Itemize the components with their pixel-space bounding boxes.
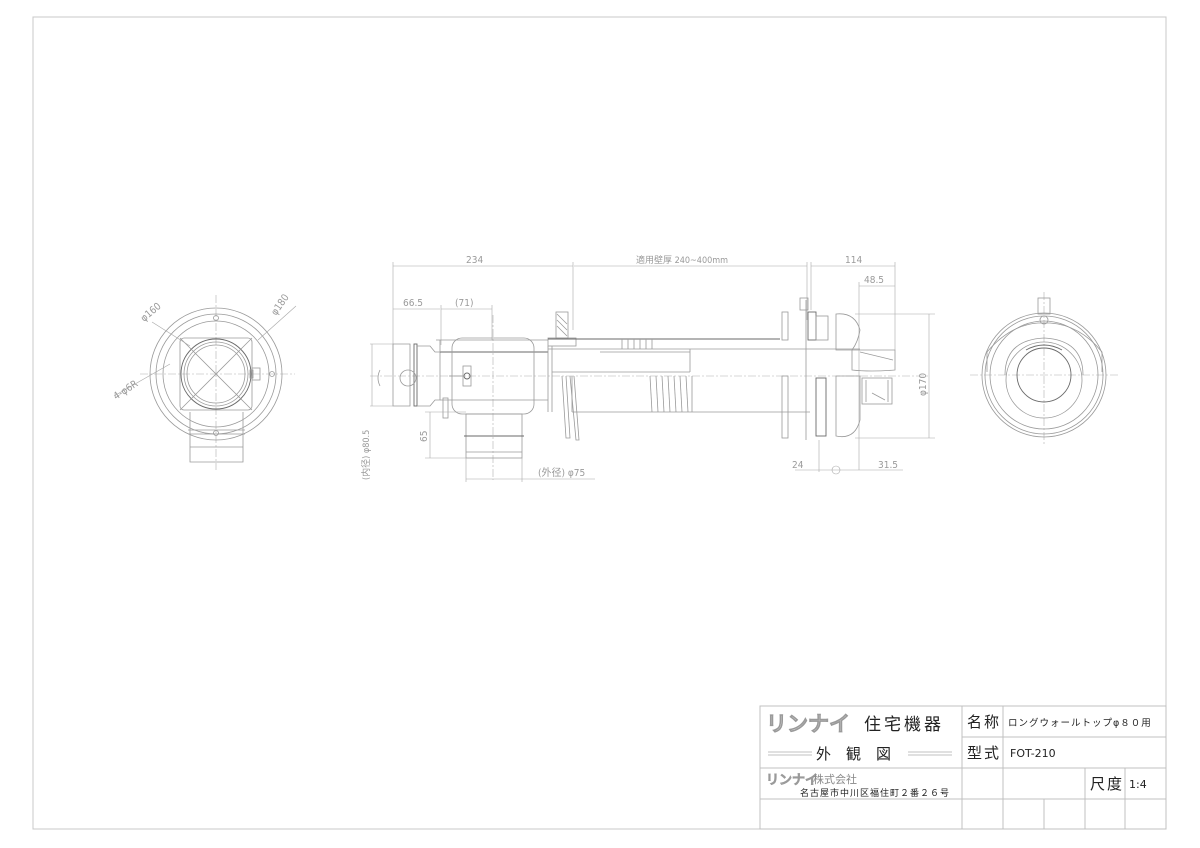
- dim-234: 234: [466, 255, 483, 266]
- left-end-view: φ160 φ180 4-φ6R: [112, 292, 297, 470]
- model-value: FOT-210: [1010, 747, 1056, 760]
- name-value: ロングウォールトップφ８０用: [1008, 717, 1152, 729]
- company-name: 株式会社: [813, 772, 857, 786]
- dim-outer-75: (外径) φ75: [538, 466, 585, 479]
- company-logo: リンナイ: [766, 773, 818, 788]
- holes-label: 4-φ6R: [112, 379, 141, 403]
- title-block: リンナイ 住宅機器 外 観 図 リンナイ 株式会社 名古屋市中川区福住町２番２６…: [759, 705, 1167, 830]
- dim-65: 65: [419, 431, 430, 442]
- scale-label: 尺度: [1090, 775, 1124, 793]
- dim-31-5: 31.5: [878, 460, 898, 471]
- scale-value: 1:4: [1129, 778, 1147, 791]
- dim-inner-80-5: (内径) φ80.5: [360, 430, 372, 480]
- model-label: 型式: [967, 744, 1001, 762]
- brand-division: 住宅機器: [864, 715, 944, 735]
- company-address: 名古屋市中川区福住町２番２６号: [800, 787, 950, 799]
- drawing-kind: 外 観 図: [816, 745, 891, 763]
- side-view: 234 適用壁厚 240~400mm 114 48.5 66.5 (71): [360, 254, 935, 482]
- name-label: 名称: [967, 713, 1001, 731]
- drawing-frame: [32, 16, 1167, 830]
- dim-71: (71): [455, 298, 473, 309]
- dim-114: 114: [845, 255, 862, 266]
- dim-170: φ170: [918, 373, 929, 396]
- dia-160-label: φ160: [139, 301, 164, 324]
- dia-180-label: φ180: [269, 292, 291, 317]
- dim-24: 24: [792, 460, 804, 471]
- brand-logo: リンナイ: [766, 712, 850, 736]
- dim-48-5: 48.5: [864, 275, 884, 286]
- dim-wall-thickness: 適用壁厚 240~400mm: [636, 254, 728, 266]
- right-end-view: [970, 292, 1118, 445]
- dim-66-5: 66.5: [403, 298, 423, 309]
